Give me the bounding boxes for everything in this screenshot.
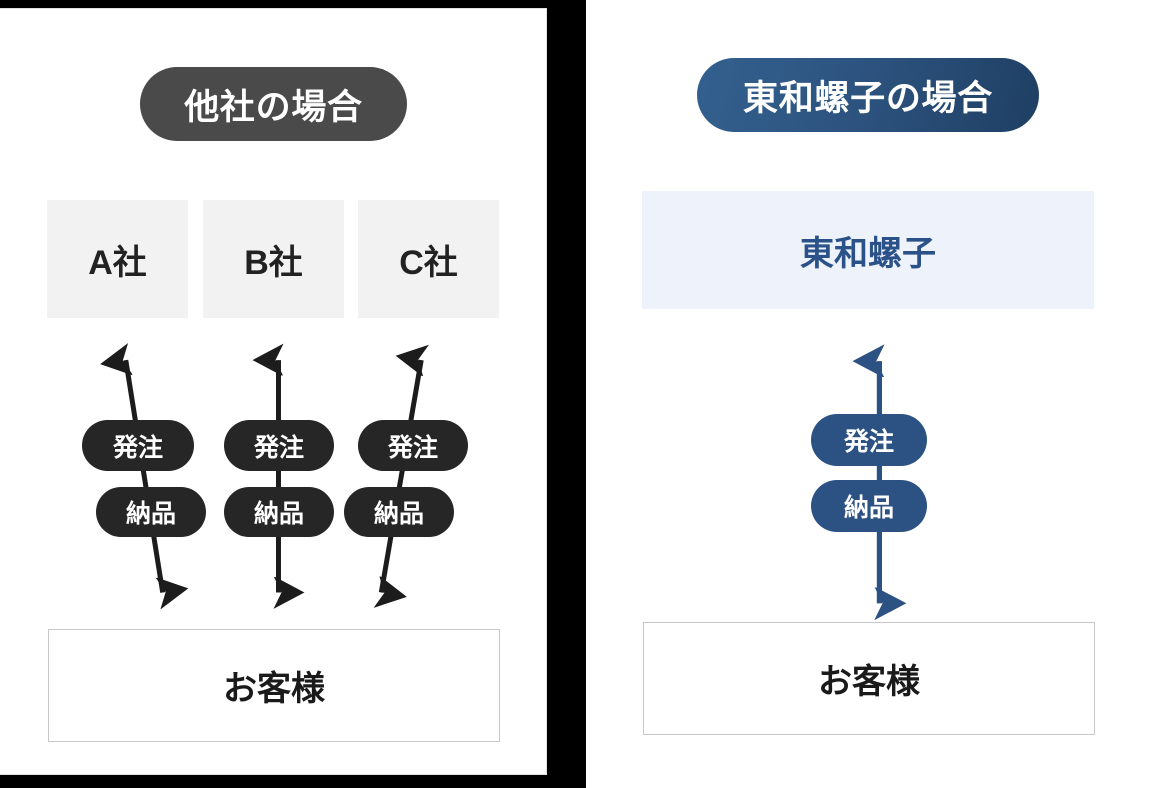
customer-box-right: お客様	[643, 622, 1095, 735]
flow-arrow-1	[126, 360, 163, 592]
flow-arrow-3	[381, 360, 421, 592]
supplier-box-towa: 東和螺子	[642, 191, 1094, 309]
flow-pill-delivery-2: 納品	[224, 487, 334, 537]
supplier-box-c: C社	[358, 200, 499, 318]
flow-pill-order-2: 発注	[224, 420, 334, 471]
flow-pill-order-3: 発注	[358, 420, 468, 471]
supplier-box-a: A社	[47, 200, 188, 318]
left-panel-other-companies: 他社の場合 A社 B社 C社 発注 納品 発注	[0, 8, 547, 775]
flow-pill-delivery-1: 納品	[96, 487, 206, 537]
flow-pill-order-towa: 発注	[811, 414, 927, 466]
flow-pill-delivery-3: 納品	[344, 487, 454, 537]
right-panel-towa-neji: 東和螺子の場合 東和螺子 発注 納品 お客様	[586, 0, 1150, 788]
right-panel-title-pill: 東和螺子の場合	[697, 58, 1039, 132]
supplier-box-b: B社	[203, 200, 344, 318]
customer-box-left: お客様	[48, 629, 500, 742]
flow-pill-delivery-towa: 納品	[811, 480, 927, 532]
right-panel-content: 東和螺子の場合 東和螺子 発注 納品 お客様	[586, 0, 1150, 788]
left-panel-title-pill: 他社の場合	[140, 67, 407, 141]
flow-pill-order-1: 発注	[82, 420, 194, 471]
